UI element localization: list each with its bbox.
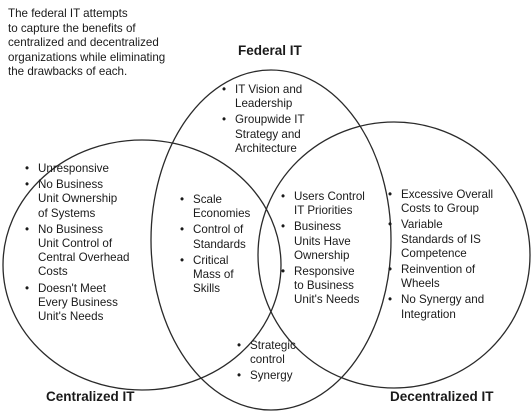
list-item: Strategic control bbox=[236, 339, 296, 367]
decentralized-circle bbox=[257, 121, 531, 389]
list-item: No Business Unit Control of Central Over… bbox=[24, 223, 130, 280]
centralized-it-title: Centralized IT bbox=[46, 389, 135, 404]
intro-line: The federal IT attempts bbox=[8, 7, 128, 20]
list-item: Users Control IT Priorities bbox=[280, 190, 365, 218]
list-item: Groupwide IT Strategy and Architecture bbox=[221, 113, 305, 156]
decentralized-it-title: Decentralized IT bbox=[390, 389, 494, 404]
list-item: No Synergy and Integration bbox=[387, 293, 493, 321]
list-item: Critical Mass of Skills bbox=[179, 254, 250, 297]
list-item: Control of Standards bbox=[179, 223, 250, 251]
federal-it-title: Federal IT bbox=[238, 43, 302, 58]
list-item: Synergy bbox=[236, 369, 296, 383]
intro-line: the drawbacks of each. bbox=[8, 65, 128, 79]
list-item: Excessive Overall Costs to Group bbox=[387, 188, 493, 216]
list-item: Variable Standards of IS Competence bbox=[387, 218, 493, 261]
list-item: Business Units Have Ownership bbox=[280, 220, 365, 263]
list-item: Doesn't Meet Every Business Unit's Needs bbox=[24, 282, 130, 325]
centralized-only-list: Unresponsive No Business Unit Ownership … bbox=[24, 162, 130, 326]
list-item: No Business Unit Ownership of Systems bbox=[24, 178, 130, 221]
list-item: Unresponsive bbox=[24, 162, 130, 176]
list-item: Scale Economies bbox=[179, 193, 250, 221]
federal-only-list: IT Vision and Leadership Groupwide IT St… bbox=[221, 83, 305, 158]
intro-line: centralized and decentralized bbox=[8, 36, 159, 50]
federal-decentralized-overlap-list: Users Control IT Priorities Business Uni… bbox=[280, 190, 365, 310]
intro-line: to capture the benefits of bbox=[8, 21, 136, 35]
federal-bottom-list: Strategic control Synergy bbox=[236, 339, 296, 386]
list-item: Reinvention of Wheels bbox=[387, 263, 493, 291]
decentralized-only-list: Excessive Overall Costs to Group Variabl… bbox=[387, 188, 493, 324]
list-item: IT Vision and Leadership bbox=[221, 83, 305, 111]
intro-text: The federal IT attempts to capture the b… bbox=[8, 7, 253, 80]
intro-line: organizations while eliminating bbox=[8, 50, 166, 64]
list-item: Responsive to Business Unit's Needs bbox=[280, 265, 365, 308]
centralized-federal-overlap-list: Scale Economies Control of Standards Cri… bbox=[179, 193, 250, 298]
